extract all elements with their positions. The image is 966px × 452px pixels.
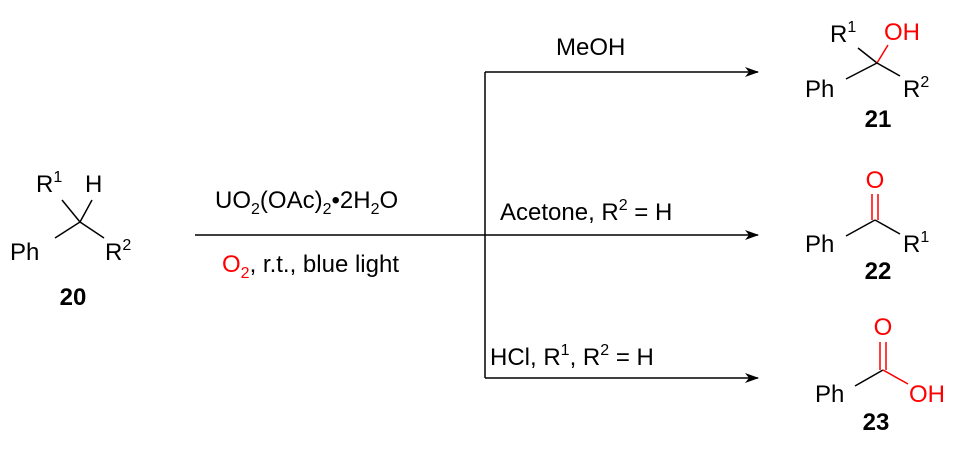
bond (61, 199, 81, 223)
ph-label: Ph (805, 231, 834, 258)
bond (876, 44, 889, 64)
branch-middle-label: Acetone, R2 = H (500, 197, 672, 226)
bond (854, 369, 884, 387)
branch-bottom-label: HCl, R1, R2 = H (490, 342, 654, 371)
reaction-arrows (195, 67, 759, 383)
compound-label: 20 (60, 284, 87, 311)
bond (845, 62, 878, 80)
bond (54, 221, 81, 239)
conditions-text: O2, r.t., blue light (222, 251, 399, 282)
r2-label: R2 (903, 74, 929, 103)
r1-label: R1 (830, 19, 856, 48)
ph-label: Ph (10, 239, 39, 266)
bond (876, 62, 901, 77)
reactant-20: R1 H Ph R2 20 (10, 169, 131, 311)
branch-top-label: MeOH (556, 34, 625, 61)
product-21: R1 OH Ph R2 21 (805, 19, 929, 133)
bond (79, 199, 93, 223)
compound-label: 23 (863, 409, 890, 436)
h-label: H (85, 171, 102, 198)
compound-label: 21 (865, 106, 892, 133)
ph-label: Ph (815, 381, 844, 408)
compound-label: 22 (865, 258, 892, 285)
r1-label: R1 (903, 229, 929, 258)
bond (874, 219, 901, 235)
bond (79, 221, 105, 239)
r2-label: R2 (105, 237, 131, 266)
ph-label: Ph (805, 76, 834, 103)
bond (882, 369, 909, 385)
product-23: O Ph OH 23 (815, 314, 945, 436)
reagent-text: UO2(OAc)2•2H2O (215, 187, 398, 218)
o-label: O (866, 167, 885, 194)
o-label: O (874, 314, 893, 341)
bond (845, 219, 876, 237)
r1-label: R1 (36, 169, 62, 198)
oh-label: OH (909, 381, 945, 408)
product-22: O Ph R1 22 (805, 167, 929, 285)
bond (857, 47, 878, 64)
oh-label: OH (884, 19, 920, 46)
